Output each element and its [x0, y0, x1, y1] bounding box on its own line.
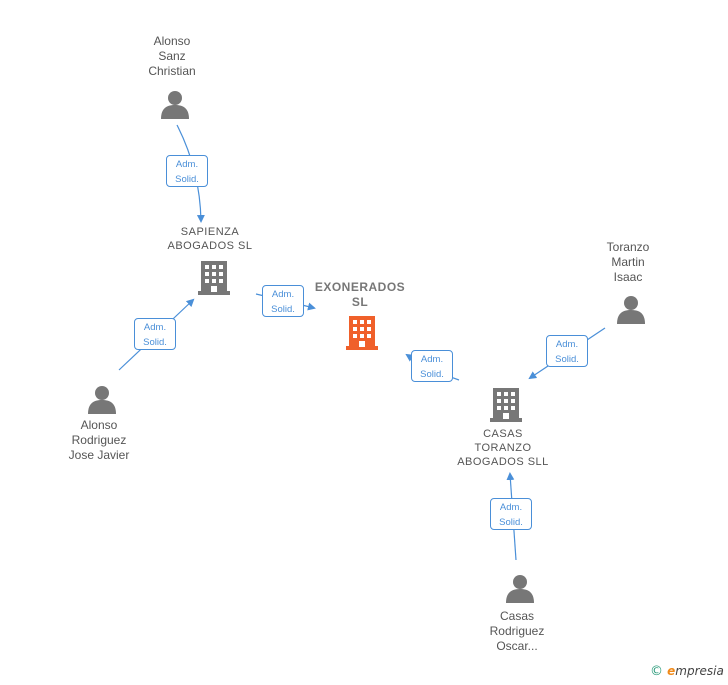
relation-badge[interactable]: Adm. Solid.: [134, 318, 176, 350]
relation-role: Adm.: [175, 159, 199, 170]
copyright-notice: © empresia: [650, 664, 724, 679]
relation-type: Solid.: [420, 369, 444, 380]
person-label-casas-rodriguez[interactable]: Casas Rodriguez Oscar...: [489, 609, 545, 653]
company-label-sapienza[interactable]: SAPIENZA ABOGADOS SL: [167, 226, 253, 252]
relation-type: Solid.: [143, 337, 167, 348]
relation-role: Adm.: [499, 502, 523, 513]
company-label-exonerados[interactable]: EXONERADOS SL: [314, 280, 406, 309]
relation-badge[interactable]: Adm. Solid.: [262, 285, 304, 317]
person-label-alonso-rodriguez[interactable]: Alonso Rodriguez Jose Javier: [68, 418, 130, 462]
person-label-toranzo[interactable]: Toranzo Martin Isaac: [606, 240, 650, 284]
person-icon[interactable]: [87, 384, 117, 414]
copyright-icon: ©: [650, 664, 663, 679]
company-label-casas-toranzo[interactable]: CASAS TORANZO ABOGADOS SLL: [457, 428, 549, 468]
relation-type: Solid.: [271, 304, 295, 315]
relation-role: Adm.: [420, 354, 444, 365]
relation-type: Solid.: [499, 517, 523, 528]
building-icon[interactable]: [346, 314, 378, 350]
person-icon[interactable]: [160, 89, 190, 119]
relation-badge[interactable]: Adm. Solid.: [166, 155, 208, 187]
relation-badge[interactable]: Adm. Solid.: [546, 335, 588, 367]
relation-type: Solid.: [555, 354, 579, 365]
person-label-alonso-sanz[interactable]: Alonso Sanz Christian: [148, 34, 196, 78]
relation-badge[interactable]: Adm. Solid.: [490, 498, 532, 530]
building-icon[interactable]: [198, 259, 230, 295]
relation-role: Adm.: [271, 289, 295, 300]
person-icon[interactable]: [505, 573, 535, 603]
relation-role: Adm.: [143, 322, 167, 333]
relation-role: Adm.: [555, 339, 579, 350]
building-icon[interactable]: [490, 386, 522, 422]
empresia-logo: empresia: [667, 664, 724, 678]
person-icon[interactable]: [616, 294, 646, 324]
relation-type: Solid.: [175, 174, 199, 185]
relation-badge[interactable]: Adm. Solid.: [411, 350, 453, 382]
